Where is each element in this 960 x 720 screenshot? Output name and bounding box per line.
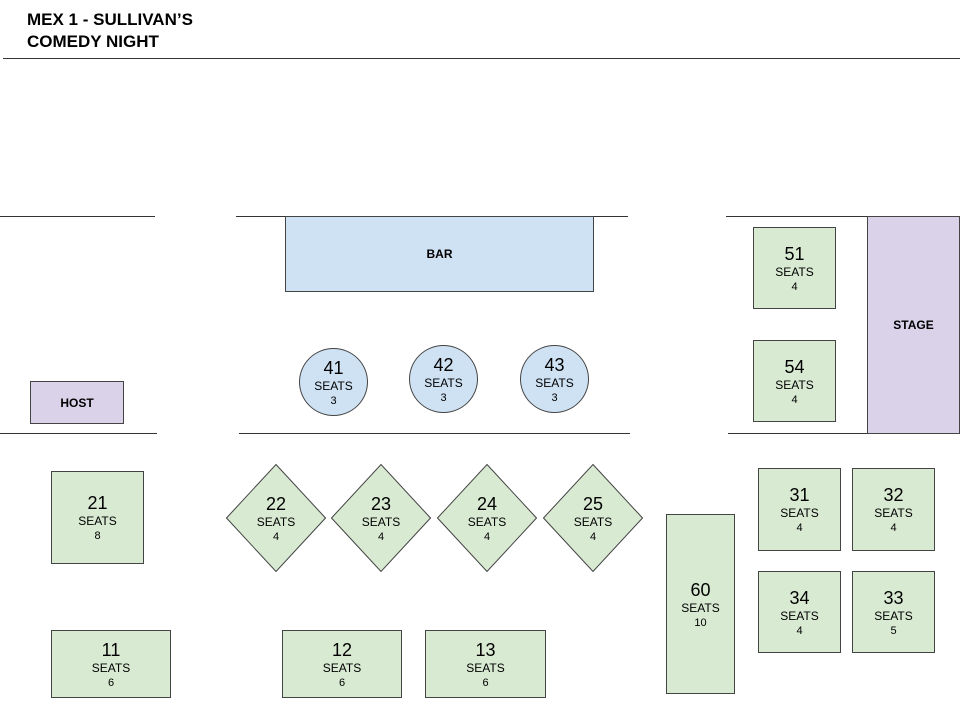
table-43[interactable]: 43 SEATS 3 <box>520 345 589 413</box>
table-12[interactable]: 12 SEATS 6 <box>282 630 402 698</box>
seat-count: 4 <box>377 530 385 543</box>
seat-count: 3 <box>330 394 337 407</box>
seat-count: 4 <box>483 530 491 543</box>
table-51[interactable]: 51 SEATS 4 <box>753 227 836 309</box>
wall-line <box>0 216 155 217</box>
seat-count: 3 <box>440 391 447 404</box>
bar-label: BAR <box>426 247 453 261</box>
page-title: MEX 1 - SULLIVAN’S COMEDY NIGHT <box>27 9 193 53</box>
seat-count: 3 <box>551 391 558 404</box>
table-number: 41 <box>323 357 344 378</box>
table-23[interactable]: 23 SEATS 4 <box>331 464 431 572</box>
seat-count: 4 <box>791 280 798 293</box>
seats-label: SEATS <box>775 264 814 279</box>
wall-line <box>239 433 630 434</box>
wall-line <box>726 216 960 217</box>
table-22[interactable]: 22 SEATS 4 <box>226 464 326 572</box>
seat-count: 4 <box>796 624 803 637</box>
seat-count: 4 <box>791 393 798 406</box>
table-number: 31 <box>789 485 810 505</box>
seat-count: 6 <box>107 676 115 689</box>
seats-label: SEATS <box>535 375 574 390</box>
table-number: 60 <box>690 579 711 600</box>
table-number: 34 <box>789 587 810 608</box>
seats-label: SEATS <box>314 378 353 393</box>
table-41[interactable]: 41 SEATS 3 <box>299 348 368 416</box>
table-11[interactable]: 11 SEATS 6 <box>51 630 171 698</box>
seat-count: 4 <box>272 530 280 543</box>
table-60[interactable]: 60 SEATS 10 <box>666 514 735 694</box>
table-33[interactable]: 33 SEATS 5 <box>852 571 935 653</box>
table-number: 21 <box>87 493 108 513</box>
diamond-shape <box>331 464 431 572</box>
table-25[interactable]: 25 SEATS 4 <box>543 464 643 572</box>
seat-count: 6 <box>338 676 346 689</box>
table-number: 23 <box>370 493 392 514</box>
table-number: 25 <box>582 493 604 514</box>
table-number: 43 <box>544 354 565 375</box>
table-21[interactable]: 21 SEATS 8 <box>51 471 144 564</box>
table-number: 12 <box>331 639 353 660</box>
seats-label: SEATS <box>874 506 913 520</box>
seats-label: SEATS <box>573 514 613 529</box>
table-42[interactable]: 42 SEATS 3 <box>409 345 478 413</box>
table-number: 42 <box>433 354 454 375</box>
table-24[interactable]: 24 SEATS 4 <box>437 464 537 572</box>
seat-count: 4 <box>589 530 597 543</box>
table-number: 22 <box>265 493 287 514</box>
seats-label: SEATS <box>322 660 362 675</box>
seats-label: SEATS <box>681 600 720 615</box>
stage-area: STAGE <box>867 216 960 434</box>
seats-label: SEATS <box>361 514 401 529</box>
title-line-1: MEX 1 - SULLIVAN’S <box>27 10 193 29</box>
diamond-shape <box>226 464 326 572</box>
seats-label: SEATS <box>91 660 131 675</box>
bar-area: BAR <box>285 216 594 292</box>
seat-count: 4 <box>796 522 803 534</box>
seats-label: SEATS <box>874 608 913 623</box>
table-number: 11 <box>101 639 121 660</box>
seat-count: 5 <box>890 624 897 637</box>
table-34[interactable]: 34 SEATS 4 <box>758 571 841 653</box>
seats-label: SEATS <box>78 514 117 528</box>
seats-label: SEATS <box>775 377 814 392</box>
table-number: 13 <box>475 639 496 660</box>
seat-count: 8 <box>94 530 101 542</box>
table-number: 54 <box>784 356 805 377</box>
table-54[interactable]: 54 SEATS 4 <box>753 340 836 422</box>
seats-label: SEATS <box>780 506 819 520</box>
host-label: HOST <box>60 395 94 410</box>
wall-line <box>728 433 960 434</box>
seats-label: SEATS <box>466 660 505 675</box>
table-number: 33 <box>883 587 904 608</box>
stage-label: STAGE <box>893 318 934 332</box>
host-stand: HOST <box>30 381 124 424</box>
seat-count: 10 <box>694 616 707 629</box>
seats-label: SEATS <box>256 514 296 529</box>
table-32[interactable]: 32 SEATS 4 <box>852 468 935 551</box>
table-number: 51 <box>784 243 805 264</box>
title-divider <box>3 58 960 59</box>
table-13[interactable]: 13 SEATS 6 <box>425 630 546 698</box>
diamond-shape <box>543 464 643 572</box>
seat-count: 4 <box>890 522 897 534</box>
table-31[interactable]: 31 SEATS 4 <box>758 468 841 551</box>
seat-count: 6 <box>482 676 489 689</box>
wall-line <box>0 433 157 434</box>
title-line-2: COMEDY NIGHT <box>27 32 159 51</box>
seats-label: SEATS <box>780 608 819 623</box>
diamond-shape <box>437 464 537 572</box>
table-number: 32 <box>883 485 904 505</box>
seats-label: SEATS <box>467 514 507 529</box>
seats-label: SEATS <box>424 375 463 390</box>
table-number: 24 <box>476 493 498 514</box>
